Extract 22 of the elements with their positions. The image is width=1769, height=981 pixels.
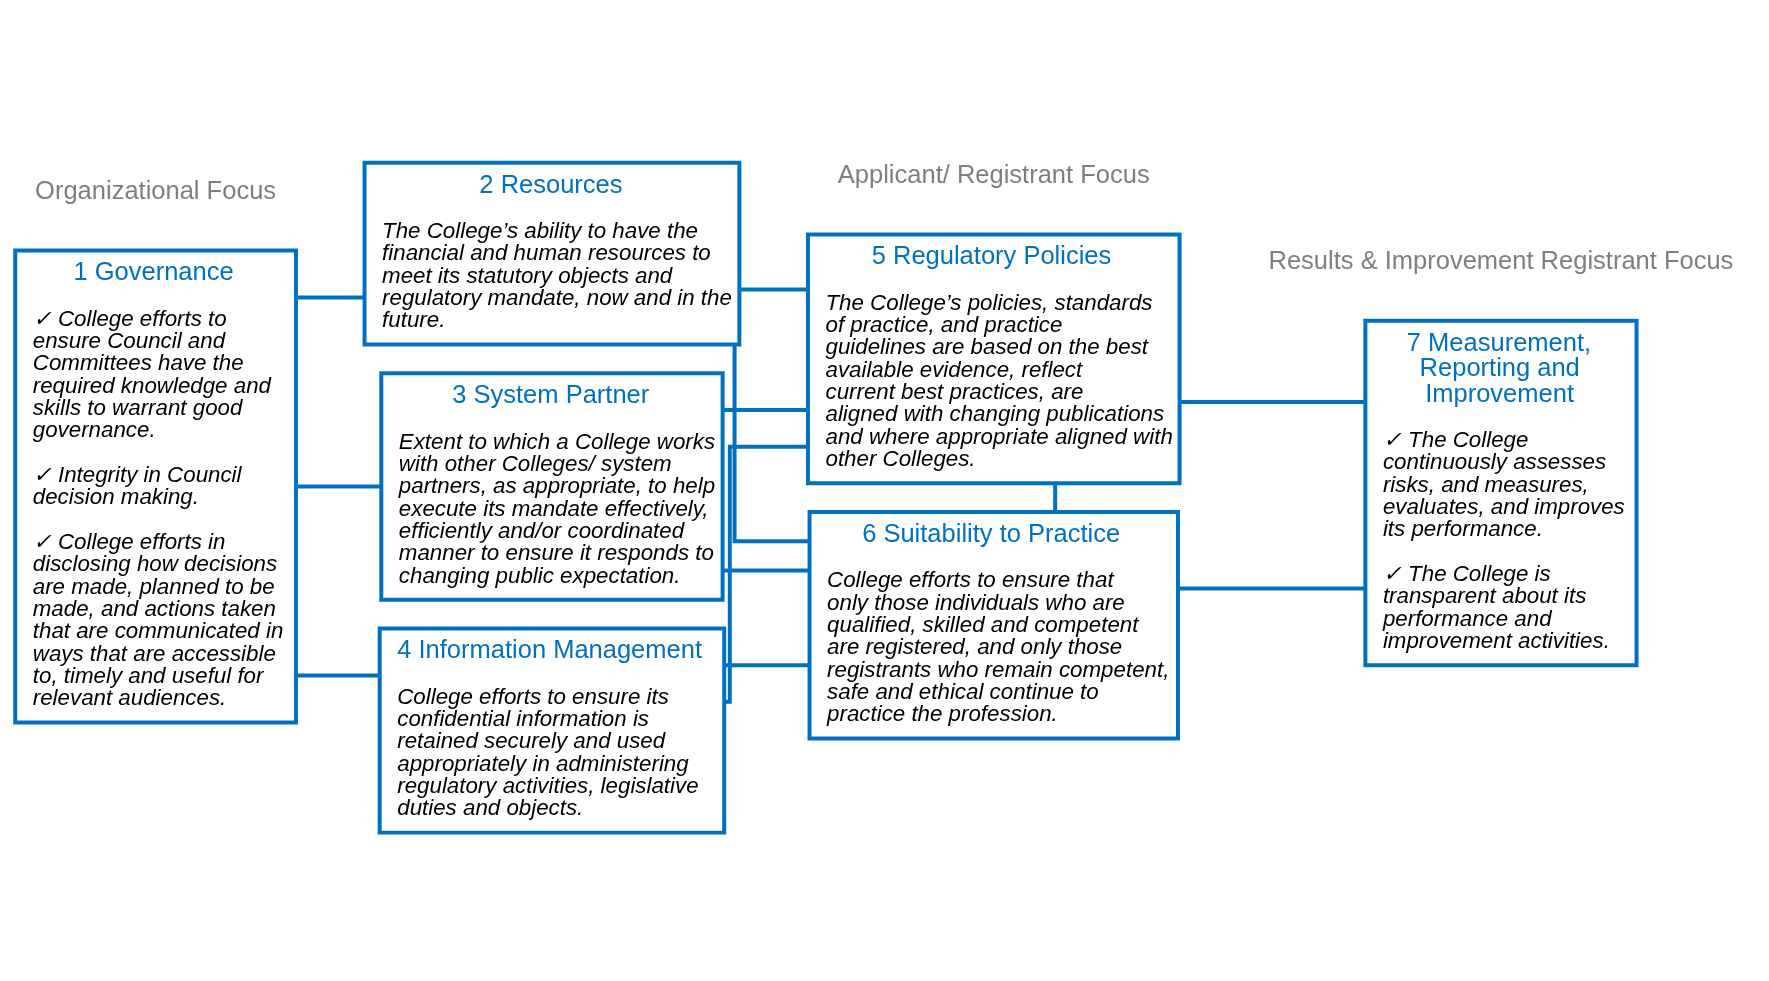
connector bbox=[1179, 400, 1366, 404]
label: Results & Improvement Registrant Focus bbox=[1268, 246, 1734, 275]
connector bbox=[296, 484, 381, 489]
connector bbox=[296, 295, 365, 300]
node-box: 1 Governance ✓ College efforts to ensure Council and Committees have the required knowledge and skills to warrant good governance. ✓ Integrity in Council decision making. ✓ College efforts in disclosing how decisions are made, planned to be made, and actions taken that are communicated in ways that are accessible to, timely and useful for relevant audiences. bbox=[13, 248, 298, 725]
node-box: 6 Suitability to Practice College efforts to ensure that only those individuals who are qualified, skilled and competent are registered, and only those registrants who remain competent, safe and ethical continue to practice the profession. bbox=[807, 510, 1180, 741]
label: Applicant/ Registrant Focus bbox=[837, 160, 1150, 189]
node-box: 4 Information Management College efforts to ensure its confidential information is retained securely and used appropriately in administering regulatory activities, legislative duties and objects. bbox=[377, 626, 727, 835]
connector bbox=[722, 407, 808, 412]
node-box: 3 System Partner Extent to which a College works with other Colleges/ system partners, as appropriate, to help execute its mandate effectively, efficiently and/or coordinated manner to ensure it responds to changing public expectation. bbox=[379, 371, 725, 602]
node-box: 5 Regulatory Policies The College’s policies, standards of practice, and practice guidelines are based on the best available evidence, reflect current best practices, are aligned with changing publications and where appropriate aligned with other Colleges. bbox=[805, 232, 1182, 486]
connector bbox=[1178, 586, 1366, 591]
connector bbox=[296, 673, 380, 678]
connector bbox=[739, 287, 808, 292]
connector bbox=[724, 444, 808, 704]
node-box: 2 Resources The College’s ability to have the financial and human resources to meet its statutory objects and regulatory mandate, now and in the future. bbox=[362, 160, 742, 347]
label: Organizational Focus bbox=[35, 176, 277, 205]
connector bbox=[724, 663, 810, 668]
connector bbox=[1053, 483, 1058, 512]
connector bbox=[732, 344, 809, 544]
node-box: 7 Measurement, Reporting and Improvement ✓ The College continuously assesses risks, and measures, evaluates, and improves its performance. ✓ The College is transparent about its performance and improvement activities. bbox=[1363, 318, 1639, 668]
connector bbox=[722, 568, 810, 573]
